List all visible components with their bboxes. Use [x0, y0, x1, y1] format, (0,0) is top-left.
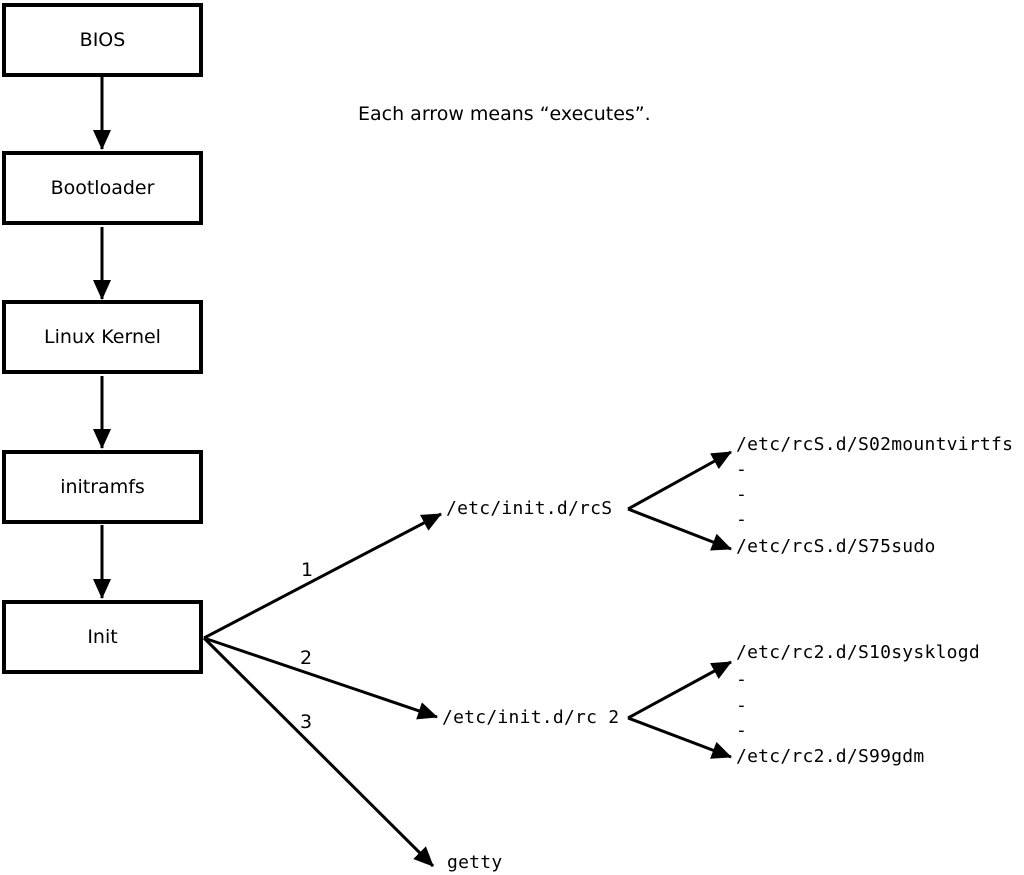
- arrow-rcs-to-last-script: [627, 507, 732, 551]
- script-rc2-ellipsis-dash: -: [736, 695, 748, 716]
- node-init-label: Init: [87, 626, 118, 648]
- script-rcs-last: /etc/rcS.d/S75sudo: [736, 536, 936, 557]
- edge-label-2: 2: [299, 647, 313, 669]
- script-rc2-ellipsis-dash: -: [736, 720, 748, 741]
- edge-label-3: 3: [299, 711, 313, 733]
- edge-label-1: 1: [300, 559, 314, 581]
- arrow-rc2-to-last-script: [627, 716, 732, 759]
- arrow-rcs-to-first-script: [627, 450, 732, 511]
- node-bootloader: Bootloader: [2, 151, 203, 225]
- script-rcs-ellipsis-dash: -: [736, 509, 748, 530]
- script-rcs-ellipsis-dash: -: [736, 484, 748, 505]
- node-etc-init-rcs: /etc/init.d/rcS: [446, 498, 613, 519]
- node-linux-kernel: Linux Kernel: [2, 300, 203, 374]
- node-bios: BIOS: [2, 3, 203, 77]
- node-initramfs: initramfs: [2, 450, 203, 524]
- node-init: Init: [2, 600, 203, 674]
- script-rc2-ellipsis-dash: -: [736, 669, 748, 690]
- script-rcs-ellipsis-dash: -: [736, 459, 748, 480]
- node-bios-label: BIOS: [79, 29, 126, 51]
- arrow-rc2-to-first-script: [627, 660, 732, 720]
- node-getty: getty: [447, 852, 503, 873]
- node-linux-kernel-label: Linux Kernel: [44, 326, 161, 348]
- script-rc2-last: /etc/rc2.d/S99gdm: [736, 746, 925, 767]
- node-bootloader-label: Bootloader: [50, 177, 155, 199]
- script-rcs-first: /etc/rcS.d/S02mountvirtfs: [736, 434, 1014, 455]
- arrow-init-to-getty: [202, 636, 435, 868]
- legend-annotation: Each arrow means “executes”.: [358, 103, 651, 125]
- node-initramfs-label: initramfs: [60, 476, 145, 498]
- arrow-init-to-rc2: [203, 636, 438, 720]
- script-rc2-first: /etc/rc2.d/S10sysklogd: [736, 642, 980, 663]
- arrow-init-to-rcs: [203, 512, 442, 640]
- node-etc-init-rc2: /etc/init.d/rc 2: [442, 707, 620, 728]
